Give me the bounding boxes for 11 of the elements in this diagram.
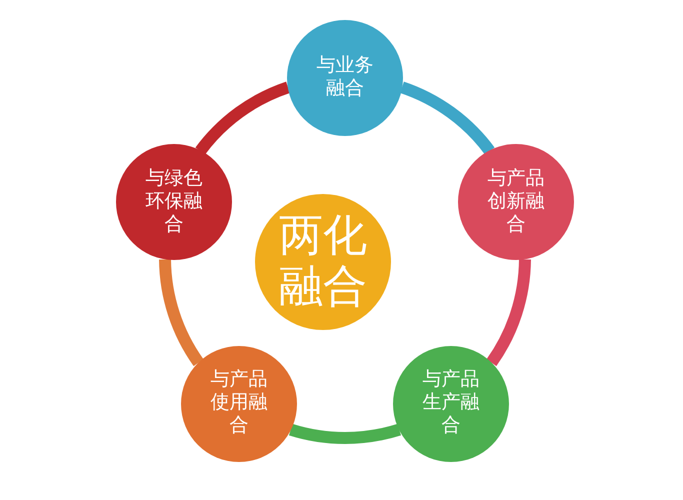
ring-arc-connector xyxy=(159,259,204,366)
ring-arc-connector xyxy=(196,82,290,155)
ring-arc-connector xyxy=(400,82,494,155)
node-label: 与业务融合 xyxy=(316,55,374,101)
ring-arc-connector xyxy=(486,259,531,366)
node-label: 与绿色环保融合 xyxy=(145,168,202,237)
node-label: 与产品生产融合 xyxy=(422,369,480,438)
node-label: 与产品创新融合 xyxy=(488,168,545,237)
node-label: 两化融合 xyxy=(279,211,367,313)
ring-arc-connector xyxy=(289,424,401,444)
node-label: 与产品使用融合 xyxy=(210,369,268,438)
